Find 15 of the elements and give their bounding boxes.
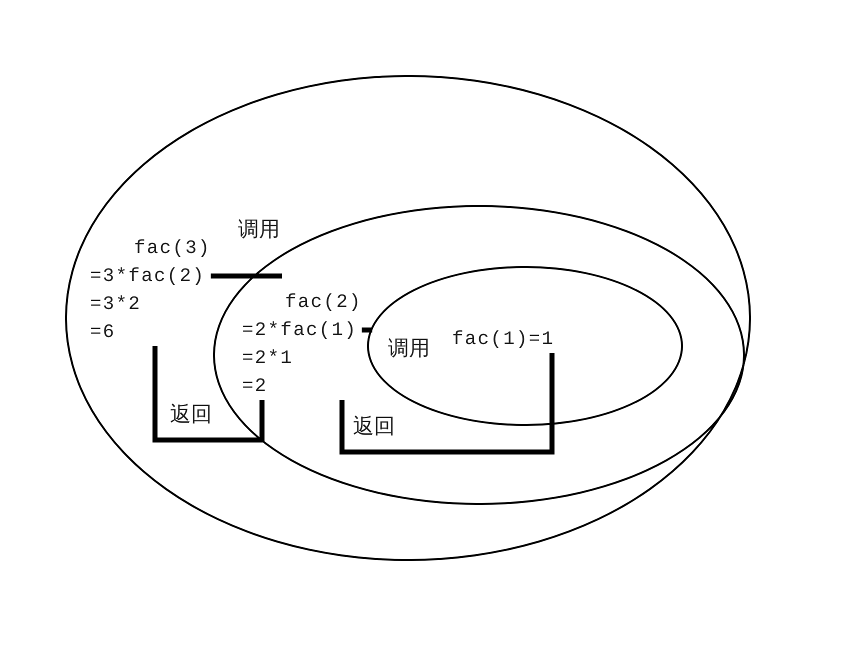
code-text: =2*1 xyxy=(242,346,294,371)
connector-line xyxy=(362,328,372,332)
edge-label: 调用 xyxy=(237,216,281,242)
code-text: =3*2 xyxy=(90,292,142,317)
code-text: =3*fac(2) xyxy=(90,264,206,289)
connector-line xyxy=(152,346,264,442)
code-text: fac(3) xyxy=(133,236,211,261)
connector-line xyxy=(340,353,554,454)
connector-line xyxy=(210,274,282,278)
code-text: fac(2) xyxy=(284,290,362,315)
code-text: =2*fac(1) xyxy=(242,318,358,343)
edge-label: 调用 xyxy=(387,335,431,361)
code-text: =2 xyxy=(242,374,269,399)
code-text: =6 xyxy=(90,320,117,345)
code-text: fac(1)=1 xyxy=(452,327,554,352)
